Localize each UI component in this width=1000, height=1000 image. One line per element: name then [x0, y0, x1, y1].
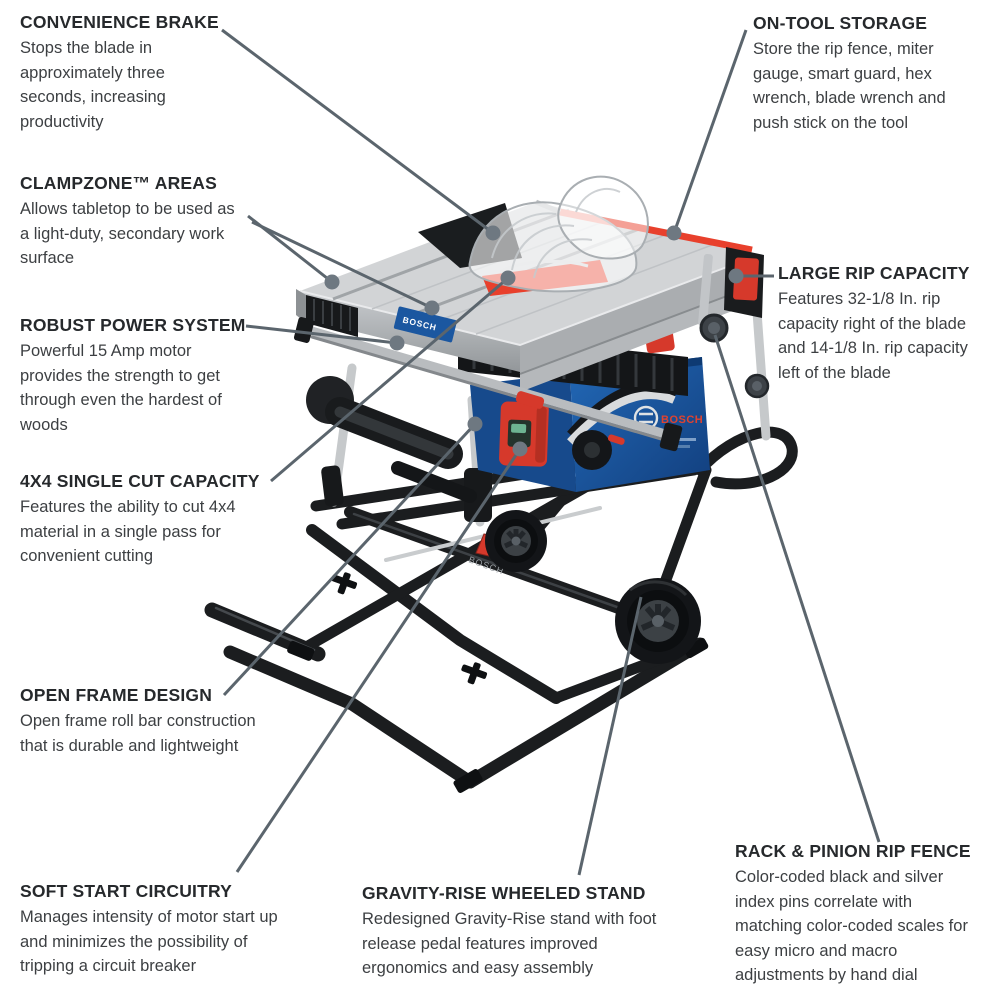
grille-slats — [313, 299, 351, 331]
callout-body: Features 32-1/8 In. rip capacity right o… — [778, 290, 968, 382]
leader-open-frame — [222, 422, 477, 697]
callout-title: LARGE RIP CAPACITY — [778, 263, 970, 283]
power-switch-box — [499, 401, 549, 467]
callout-title: RACK & PINION RIP FENCE — [735, 841, 971, 861]
callout-body: Stops the blade in approximately three s… — [20, 39, 166, 131]
smart-guard-silver-arc — [567, 391, 676, 445]
saw-leg-right — [752, 307, 771, 441]
callout-title: OPEN FRAME DESIGN — [20, 685, 213, 705]
stand-frame — [204, 426, 798, 789]
callout-title: SOFT START CIRCUITRY — [20, 881, 233, 901]
dot-clampzone-b — [424, 300, 440, 316]
stand-foot — [287, 640, 315, 661]
leader-clampzone-b — [251, 220, 433, 310]
leader-rack-pinion — [713, 334, 881, 843]
wheel-front — [485, 510, 547, 572]
callout-clampzone-areas: CLAMPZONE™ AREAS Allows tabletop to be u… — [20, 172, 245, 271]
fence-red-body — [733, 257, 759, 301]
dot-on-tool-storage — [666, 225, 682, 241]
stand-foot — [683, 637, 709, 659]
callout-gravity-rise-wheeled-stand: GRAVITY-RISE WHEELED STAND Redesigned Gr… — [362, 882, 670, 981]
callout-4x4-single-cut-capacity: 4X4 SINGLE CUT CAPACITY Features the abi… — [20, 470, 260, 569]
callout-on-tool-storage: ON-TOOL STORAGE Store the rip fence, mit… — [753, 12, 971, 135]
leader-lines — [221, 28, 881, 876]
callout-body: Powerful 15 Amp motor provides the stren… — [20, 342, 222, 434]
stand-tube-front-left — [223, 645, 477, 789]
wheel-rear — [615, 578, 701, 664]
dot-convenience-brake — [485, 225, 501, 241]
saw-clamp-tab — [467, 662, 481, 685]
callout-convenience-brake: CONVENIENCE BRAKE Stops the blade in app… — [20, 11, 219, 134]
callout-body: Store the rip fence, miter gauge, smart … — [753, 40, 946, 132]
stand-feet — [287, 572, 709, 793]
callout-body: Manages intensity of motor start up and … — [20, 908, 278, 975]
dot-soft-start — [512, 441, 528, 457]
stand-foot — [453, 769, 483, 793]
leader-on-tool-storage — [672, 29, 748, 234]
stored-rail-silver — [698, 254, 713, 327]
motor-belt-assembly — [306, 376, 477, 503]
callout-body: Features the ability to cut 4x4 material… — [20, 498, 236, 565]
callout-body: Allows tabletop to be used as a light-du… — [20, 200, 235, 267]
leg-boot — [321, 465, 344, 507]
callout-open-frame-design: OPEN FRAME DESIGN Open frame roll bar co… — [20, 684, 260, 758]
bosch-wordmark: BOSCH — [661, 414, 703, 426]
rail-end-cap-left — [293, 317, 315, 343]
table-left-cap — [296, 289, 306, 323]
leader-4x4-capacity — [270, 276, 509, 483]
spec-label-line — [666, 438, 696, 441]
callout-title: CLAMPZONE™ AREAS — [20, 173, 217, 193]
saw-clamp-tab — [337, 572, 351, 595]
callout-body: Open frame roll bar construction that is… — [20, 712, 256, 755]
spec-label-line — [666, 445, 690, 448]
dot-robust-power — [389, 335, 405, 351]
dot-clampzone-a — [324, 274, 340, 290]
callout-robust-power-system: ROBUST POWER SYSTEM Powerful 15 Amp moto… — [20, 314, 258, 437]
bevel-hand-wheel-hub — [584, 442, 600, 458]
callout-title: CONVENIENCE BRAKE — [20, 12, 219, 32]
callout-large-rip-capacity: LARGE RIP CAPACITY Features 32-1/8 In. r… — [778, 262, 974, 385]
callout-soft-start-circuitry: SOFT START CIRCUITRY Manages intensity o… — [20, 880, 296, 979]
callout-rack-pinion-rip-fence: RACK & PINION RIP FENCE Color-coded blac… — [735, 840, 980, 988]
callout-title: ON-TOOL STORAGE — [753, 13, 928, 33]
rail-tube — [303, 325, 677, 441]
table-front-right-face — [520, 256, 756, 374]
callout-title: 4X4 SINGLE CUT CAPACITY — [20, 471, 260, 491]
callout-title: ROBUST POWER SYSTEM — [20, 315, 246, 335]
callout-body: Redesigned Gravity-Rise stand with foot … — [362, 910, 657, 977]
leader-robust-power — [245, 324, 398, 345]
rail-lock-lever-red — [515, 391, 545, 409]
rip-fence-storage — [698, 247, 770, 399]
clear-guard-upper — [557, 175, 649, 260]
dot-large-rip — [728, 268, 744, 284]
blade-guard-assembly — [418, 175, 649, 296]
leg-boot — [464, 468, 492, 522]
guard-ribs — [491, 187, 621, 279]
stand-tube-mid-left — [306, 524, 562, 704]
leader-convenience-brake — [221, 28, 494, 235]
stand-tube-front-right — [463, 637, 707, 789]
dot-open-frame — [467, 416, 483, 432]
dot-4x4-capacity — [500, 270, 516, 286]
callout-title: GRAVITY-RISE WHEELED STAND — [362, 883, 646, 903]
callout-body: Color-coded black and silver index pins … — [735, 868, 968, 984]
rail-end-cap-right — [659, 422, 683, 452]
callout-dots — [324, 225, 744, 457]
bevel-lock-lever — [607, 434, 625, 445]
table-under-rail — [520, 285, 756, 392]
stand-handle-loop — [694, 426, 798, 490]
front-guide-rail — [293, 317, 683, 452]
leader-gravity-rise — [577, 596, 643, 876]
leader-soft-start — [235, 448, 522, 873]
